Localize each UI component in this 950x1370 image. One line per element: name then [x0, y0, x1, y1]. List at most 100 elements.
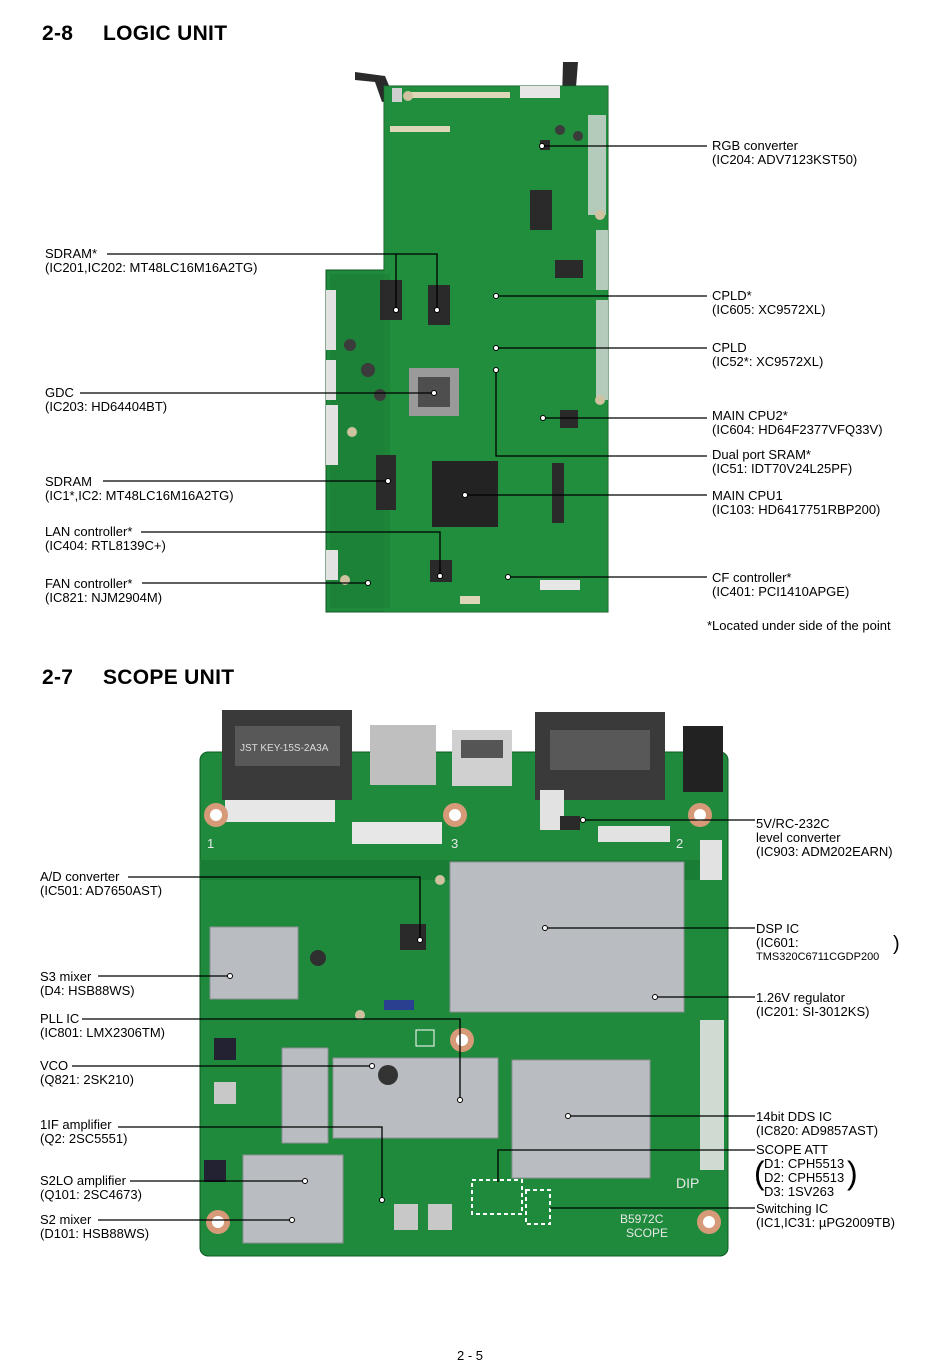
label-sdram-top-part: (IC201,IC202: MT48LC16M16A2TG): [45, 260, 258, 275]
label-dds-ic-part: (IC820: AD9857AST): [756, 1123, 879, 1138]
label-fan-controller: FAN controller* (IC821: NJM2904M): [45, 577, 162, 605]
scope-att-bracket-left: (: [754, 1155, 765, 1191]
label-sdram-bottom: SDRAM (IC1*,IC2: MT48LC16M16A2TG): [45, 475, 234, 503]
label-level-converter-line2: level converter: [756, 830, 841, 845]
label-main-cpu2-part: (IC604: HD64F2377VFQ33V): [712, 422, 883, 437]
label-1if-amplifier: 1IF amplifier (Q2: 2SC5551): [40, 1118, 127, 1146]
located-underside-note: *Located under side of the point: [707, 618, 891, 633]
board-marker-2: 2: [676, 836, 684, 851]
label-scope-att: SCOPE ATT: [756, 1143, 828, 1157]
label-main-cpu2: MAIN CPU2* (IC604: HD64F2377VFQ33V): [712, 409, 883, 437]
label-cf-controller: CF controller* (IC401: PCI1410APGE): [712, 571, 849, 599]
label-dsp-ic-part: (IC601:: [756, 935, 799, 950]
label-pll-ic: PLL IC (IC801: LMX2306TM): [40, 1012, 165, 1040]
label-cpld-ic52-name: CPLD: [712, 340, 747, 355]
label-dsp-ic-part-number: TMS320C6711CGDP200: [756, 951, 880, 963]
label-scope-att-d3: D3: 1SV263: [764, 1184, 835, 1199]
label-main-cpu2-name: MAIN CPU2*: [712, 408, 788, 423]
label-dual-port-sram: Dual port SRAM* (IC51: IDT70V24L25PF): [712, 448, 852, 476]
logic-section-title: 2-8 LOGIC UNIT: [42, 22, 227, 46]
label-lan-controller-name: LAN controller*: [45, 524, 133, 539]
label-dds-ic-name: 14bit DDS IC: [756, 1109, 832, 1124]
label-ad-converter: A/D converter (IC501: AD7650AST): [40, 870, 162, 898]
label-s2lo-amplifier-name: S2LO amplifier: [40, 1173, 126, 1188]
dsp-bracket: ): [893, 933, 900, 955]
label-switching-ic-name: Switching IC: [756, 1201, 829, 1216]
logic-section-number: 2-8: [42, 22, 74, 45]
label-s3-mixer-name: S3 mixer: [40, 969, 92, 984]
label-cpld-ic52: CPLD (IC52*: XC9572XL): [712, 341, 823, 369]
board-text-model: B5972C: [620, 1212, 664, 1226]
label-vco-part: (Q821: 2SK210): [40, 1072, 134, 1087]
label-scope-att-d1: D1: CPH5513: [764, 1156, 845, 1171]
label-sdram-top: SDRAM* (IC201,IC202: MT48LC16M16A2TG): [45, 247, 257, 275]
label-1if-amplifier-name: 1IF amplifier: [40, 1117, 112, 1132]
label-cf-controller-name: CF controller*: [712, 570, 792, 585]
label-dds-ic: 14bit DDS IC (IC820: AD9857AST): [756, 1110, 878, 1138]
label-lan-controller: LAN controller* (IC404: RTL8139C+): [45, 525, 166, 553]
label-s2-mixer-part: (D101: HSB88WS): [40, 1226, 150, 1241]
board-marker-3: 3: [451, 836, 459, 851]
scope-section-number: 2-7: [42, 666, 74, 689]
label-regulator: 1.26V regulator (IC201: SI-3012KS): [756, 991, 869, 1019]
label-scope-att-diodes: D1: CPH5513 D2: CPH5513 D3: 1SV263: [764, 1157, 844, 1199]
label-vco: VCO (Q821: 2SK210): [40, 1059, 134, 1087]
label-level-converter: 5V/RC-232C level converter (IC903: ADM20…: [756, 817, 893, 859]
label-level-converter-line1: 5V/RC-232C: [756, 816, 830, 831]
label-scope-att-d2: D2: CPH5513: [764, 1170, 845, 1185]
label-ad-converter-part: (IC501: AD7650AST): [40, 883, 163, 898]
label-s3-mixer: S3 mixer (D4: HSB88WS): [40, 970, 135, 998]
label-fan-controller-part: (IC821: NJM2904M): [45, 590, 163, 605]
logic-section-heading: LOGIC UNIT: [103, 22, 228, 45]
label-switching-ic: Switching IC (IC1,IC31: µPG2009TB): [756, 1202, 895, 1230]
label-dsp-ic-name: DSP IC: [756, 921, 800, 936]
label-regulator-part: (IC201: SI-3012KS): [756, 1004, 870, 1019]
board-text-jst: JST KEY-15S-2A3A: [240, 743, 329, 754]
label-scope-att-name: SCOPE ATT: [756, 1142, 828, 1157]
label-gdc-name: GDC: [45, 385, 74, 400]
label-sdram-bottom-part: (IC1*,IC2: MT48LC16M16A2TG): [45, 488, 234, 503]
label-dsp-ic: DSP IC (IC601: TMS320C6711CGDP200: [756, 922, 879, 964]
label-main-cpu1-name: MAIN CPU1: [712, 488, 783, 503]
label-pll-ic-name: PLL IC: [40, 1011, 80, 1026]
label-cpld-ic52-part: (IC52*: XC9572XL): [712, 354, 824, 369]
logic-leader-lines: [80, 143, 707, 586]
label-gdc-part: (IC203: HD64404BT): [45, 399, 168, 414]
label-cpld-ic605-name: CPLD*: [712, 288, 752, 303]
label-regulator-name: 1.26V regulator: [756, 990, 845, 1005]
label-s2lo-amplifier-part: (Q101: 2SC4673): [40, 1187, 142, 1202]
label-rgb-converter-name: RGB converter: [712, 138, 798, 153]
label-s2-mixer-name: S2 mixer: [40, 1212, 92, 1227]
board-text-model2: SCOPE: [626, 1226, 669, 1240]
label-sdram-top-name: SDRAM*: [45, 246, 98, 261]
label-cpld-ic605: CPLD* (IC605: XC9572XL): [712, 289, 825, 317]
page-number: 2 - 5: [457, 1348, 484, 1363]
label-s2-mixer: S2 mixer (D101: HSB88WS): [40, 1213, 149, 1241]
label-fan-controller-name: FAN controller*: [45, 576, 133, 591]
label-level-converter-part: (IC903: ADM202EARN): [756, 844, 893, 859]
scope-section-heading: SCOPE UNIT: [103, 666, 235, 689]
label-switching-ic-part: (IC1,IC31: µPG2009TB): [756, 1215, 895, 1230]
label-1if-amplifier-part: (Q2: 2SC5551): [40, 1131, 128, 1146]
label-main-cpu1: MAIN CPU1 (IC103: HD6417751RBP200): [712, 489, 880, 517]
board-marker-1: 1: [207, 836, 215, 851]
label-ad-converter-name: A/D converter: [40, 869, 120, 884]
label-cpld-ic605-part: (IC605: XC9572XL): [712, 302, 826, 317]
label-main-cpu1-part: (IC103: HD6417751RBP200): [712, 502, 881, 517]
scope-section-title: 2-7 SCOPE UNIT: [42, 666, 234, 690]
scope-att-bracket-right: ): [847, 1155, 858, 1191]
label-gdc: GDC (IC203: HD64404BT): [45, 386, 167, 414]
label-pll-ic-part: (IC801: LMX2306TM): [40, 1025, 165, 1040]
label-rgb-converter: RGB converter (IC204: ADV7123KST50): [712, 139, 857, 167]
label-dual-port-sram-part: (IC51: IDT70V24L25PF): [712, 461, 853, 476]
label-s3-mixer-part: (D4: HSB88WS): [40, 983, 135, 998]
label-vco-name: VCO: [40, 1058, 69, 1073]
label-cf-controller-part: (IC401: PCI1410APGE): [712, 584, 850, 599]
label-lan-controller-part: (IC404: RTL8139C+): [45, 538, 166, 553]
label-rgb-converter-part: (IC204: ADV7123KST50): [712, 152, 858, 167]
board-text-dip: DIP: [676, 1175, 700, 1191]
label-dual-port-sram-name: Dual port SRAM*: [712, 447, 811, 462]
label-s2lo-amplifier: S2LO amplifier (Q101: 2SC4673): [40, 1174, 142, 1202]
